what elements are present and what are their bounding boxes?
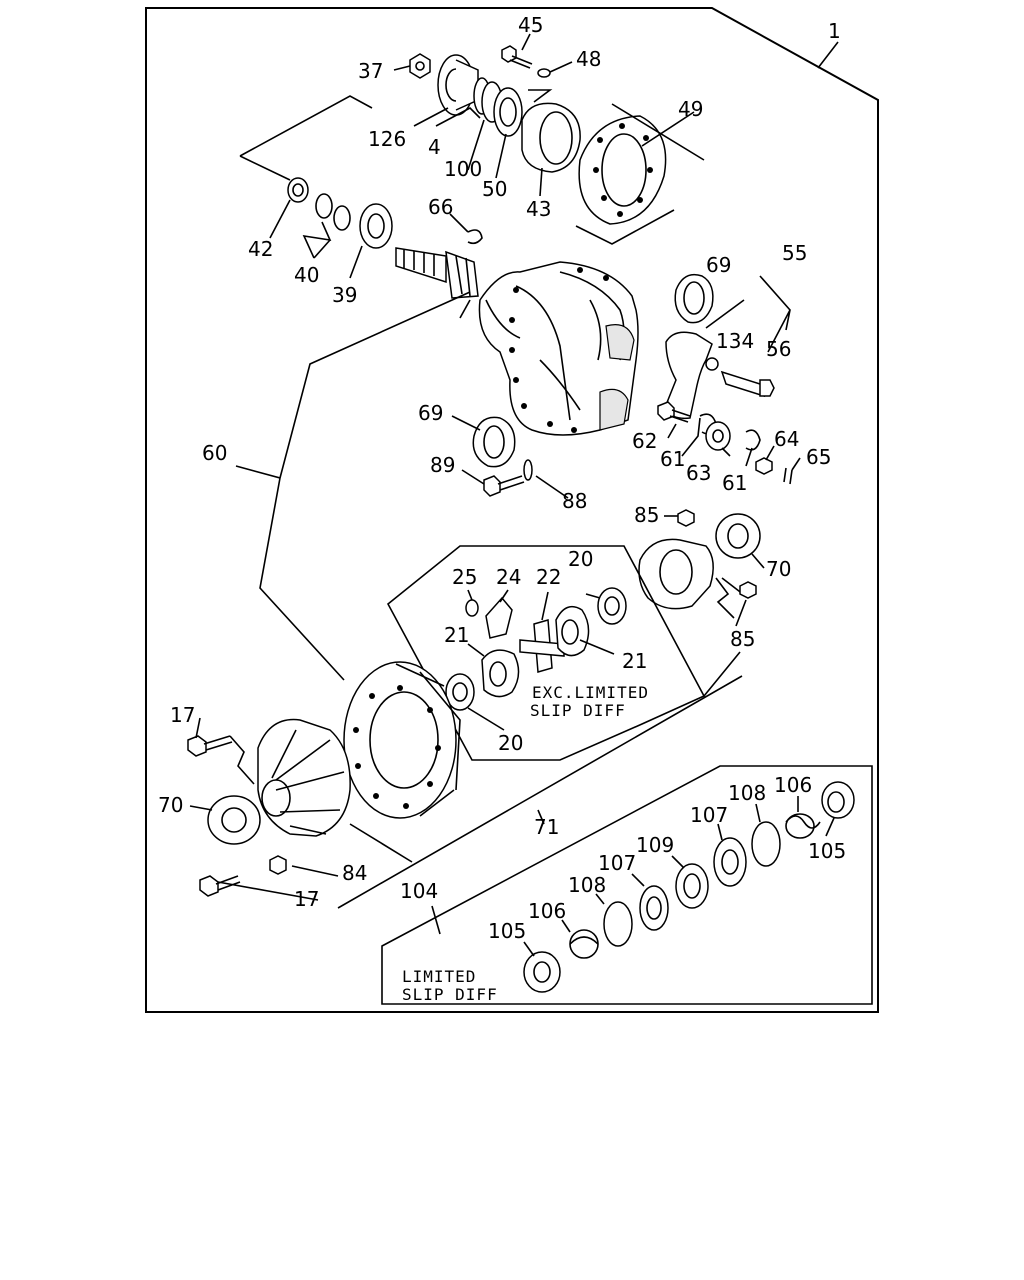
label-105-bottom: 105 — [488, 919, 526, 943]
label-43: 43 — [526, 197, 551, 221]
label-50: 50 — [482, 177, 507, 201]
label-1: 1 — [828, 19, 841, 43]
label-107-top: 107 — [690, 803, 728, 827]
label-17-top: 17 — [170, 703, 195, 727]
label-24: 24 — [496, 565, 521, 589]
label-40: 40 — [294, 263, 319, 287]
carrier-housing — [459, 261, 639, 436]
label-100: 100 — [444, 157, 482, 181]
label-69-top: 69 — [706, 253, 731, 277]
label-62: 62 — [632, 429, 657, 453]
label-60: 60 — [202, 441, 227, 465]
label-85-top: 85 — [634, 503, 659, 527]
exc-lsd-box — [386, 545, 706, 761]
label-42: 42 — [248, 237, 273, 261]
label-21-right: 21 — [622, 649, 647, 673]
label-134: 134 — [716, 329, 754, 353]
label-71: 71 — [534, 815, 559, 839]
differential-parts — [187, 509, 761, 897]
note-lsd-line2: SLIP DIFF — [402, 985, 498, 1004]
label-49: 49 — [678, 97, 703, 121]
label-37: 37 — [358, 59, 383, 83]
label-21-left: 21 — [444, 623, 469, 647]
label-109: 109 — [636, 833, 674, 857]
lsd-box — [381, 765, 873, 1005]
label-63: 63 — [686, 461, 711, 485]
label-70-right: 70 — [766, 557, 791, 581]
label-84: 84 — [342, 861, 367, 885]
label-108-top: 108 — [728, 781, 766, 805]
limited-slip-parts — [381, 765, 873, 1005]
label-39: 39 — [332, 283, 357, 307]
notes: EXC.LIMITED SLIP DIFF LIMITED SLIP DIFF — [402, 683, 649, 1004]
label-20-bottom: 20 — [498, 731, 523, 755]
label-55: 55 — [782, 241, 807, 265]
label-105-top: 105 — [808, 839, 846, 863]
label-88: 88 — [562, 489, 587, 513]
label-25: 25 — [452, 565, 477, 589]
label-69-bottom: 69 — [418, 401, 443, 425]
label-64: 64 — [774, 427, 799, 451]
label-48: 48 — [576, 47, 601, 71]
label-126: 126 — [368, 127, 406, 151]
label-108-bottom: 108 — [568, 873, 606, 897]
label-104: 104 — [400, 879, 438, 903]
label-17-bottom: 17 — [294, 887, 319, 911]
companion-flange-parts — [409, 45, 705, 245]
label-89: 89 — [430, 453, 455, 477]
label-56: 56 — [766, 337, 791, 361]
label-45: 45 — [518, 13, 543, 37]
label-61-left: 61 — [660, 447, 685, 471]
label-20-top: 20 — [568, 547, 593, 571]
label-66: 66 — [428, 195, 453, 219]
label-106-top: 106 — [774, 773, 812, 797]
label-106-bottom: 106 — [528, 899, 566, 923]
leader-lines — [189, 33, 839, 957]
note-exc-lsd-line2: SLIP DIFF — [530, 701, 626, 720]
label-85-bottom: 85 — [730, 627, 755, 651]
label-4: 4 — [428, 135, 441, 159]
part-labels: 1 45 48 37 126 4 100 50 43 49 42 40 39 6… — [158, 13, 846, 943]
label-107-bottom: 107 — [598, 851, 636, 875]
note-exc-lsd-line1: EXC.LIMITED — [532, 683, 649, 702]
pinion-parts — [239, 95, 483, 299]
label-22: 22 — [536, 565, 561, 589]
label-65: 65 — [806, 445, 831, 469]
diagram-frame — [145, 7, 879, 1013]
label-70-left: 70 — [158, 793, 183, 817]
note-lsd-line1: LIMITED — [402, 967, 476, 986]
label-61-right: 61 — [722, 471, 747, 495]
bearing-cap-parts — [472, 273, 793, 497]
